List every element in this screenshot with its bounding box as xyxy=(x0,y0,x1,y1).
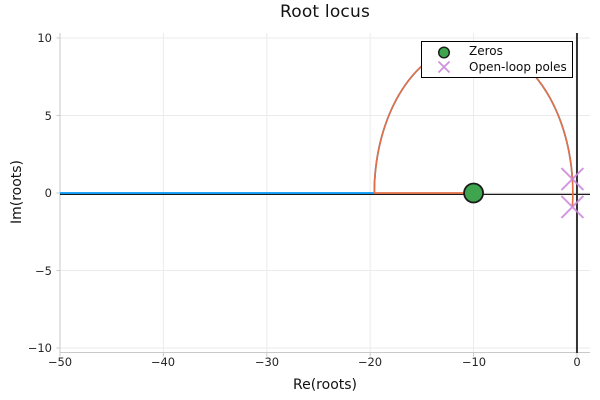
legend-label-zeros: Zeros xyxy=(469,44,503,58)
y-tick-label: 0 xyxy=(44,186,52,200)
x-tick-label: −50 xyxy=(47,355,73,369)
legend-item-zeros: Zeros xyxy=(436,44,572,60)
pole-marker xyxy=(560,167,585,191)
x-tick-label: −10 xyxy=(461,355,487,369)
x-tick-label: −30 xyxy=(254,355,280,369)
legend-label-poles: Open-loop poles xyxy=(469,60,567,74)
pole-marker-icon xyxy=(437,60,451,73)
y-tick-label: 10 xyxy=(37,31,52,45)
y-tick-label: 5 xyxy=(44,109,52,123)
x-tick-label: −40 xyxy=(150,355,176,369)
zero-marker-icon xyxy=(437,45,451,59)
legend-pole-swatch xyxy=(437,60,451,73)
legend: Zeros Open-loop poles xyxy=(421,41,573,78)
chart-title: Root locus xyxy=(279,2,371,22)
legend-zero-swatch xyxy=(437,45,451,59)
zero-marker xyxy=(463,182,484,204)
pole-marker xyxy=(560,195,585,219)
y-tick-label: −5 xyxy=(35,264,52,278)
x-axis-label: Re(roots) xyxy=(293,377,357,393)
x-tick-label: −20 xyxy=(357,355,383,369)
y-tick-label: −10 xyxy=(27,341,52,355)
x-tick-label: 0 xyxy=(573,355,581,369)
legend-item-poles: Open-loop poles xyxy=(436,60,572,76)
